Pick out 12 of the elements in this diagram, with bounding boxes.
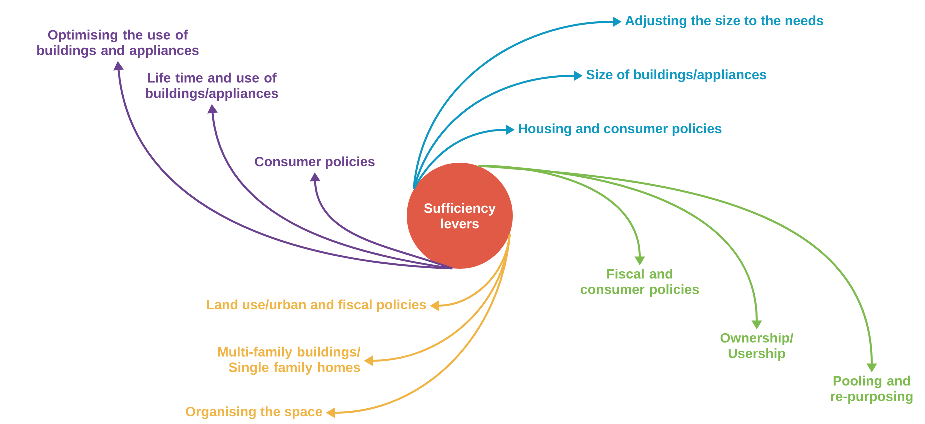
lever-label: Land use/urban and fiscal policies (207, 300, 426, 312)
lever-label: Adjusting the size to the needs (626, 16, 824, 28)
lever-label: Consumer policies (255, 156, 375, 170)
lever-label: Fiscal and consumer policies (580, 268, 700, 298)
lever-label: Life time and use of buildings/appliances (146, 72, 278, 102)
lever-label: Organising the space (186, 406, 322, 420)
lever-label: Ownership/ Usership (720, 332, 794, 362)
lever-label: Pooling and re-purposing (831, 376, 913, 404)
lever-label: Optimising the use of buildings and appliances (38, 30, 199, 58)
lever-label: Multi-family buildings/ Single family homes (218, 346, 361, 376)
lever-label: Housing and consumer policies (519, 124, 722, 136)
lever-label: Size of buildings/appliances (586, 70, 766, 82)
